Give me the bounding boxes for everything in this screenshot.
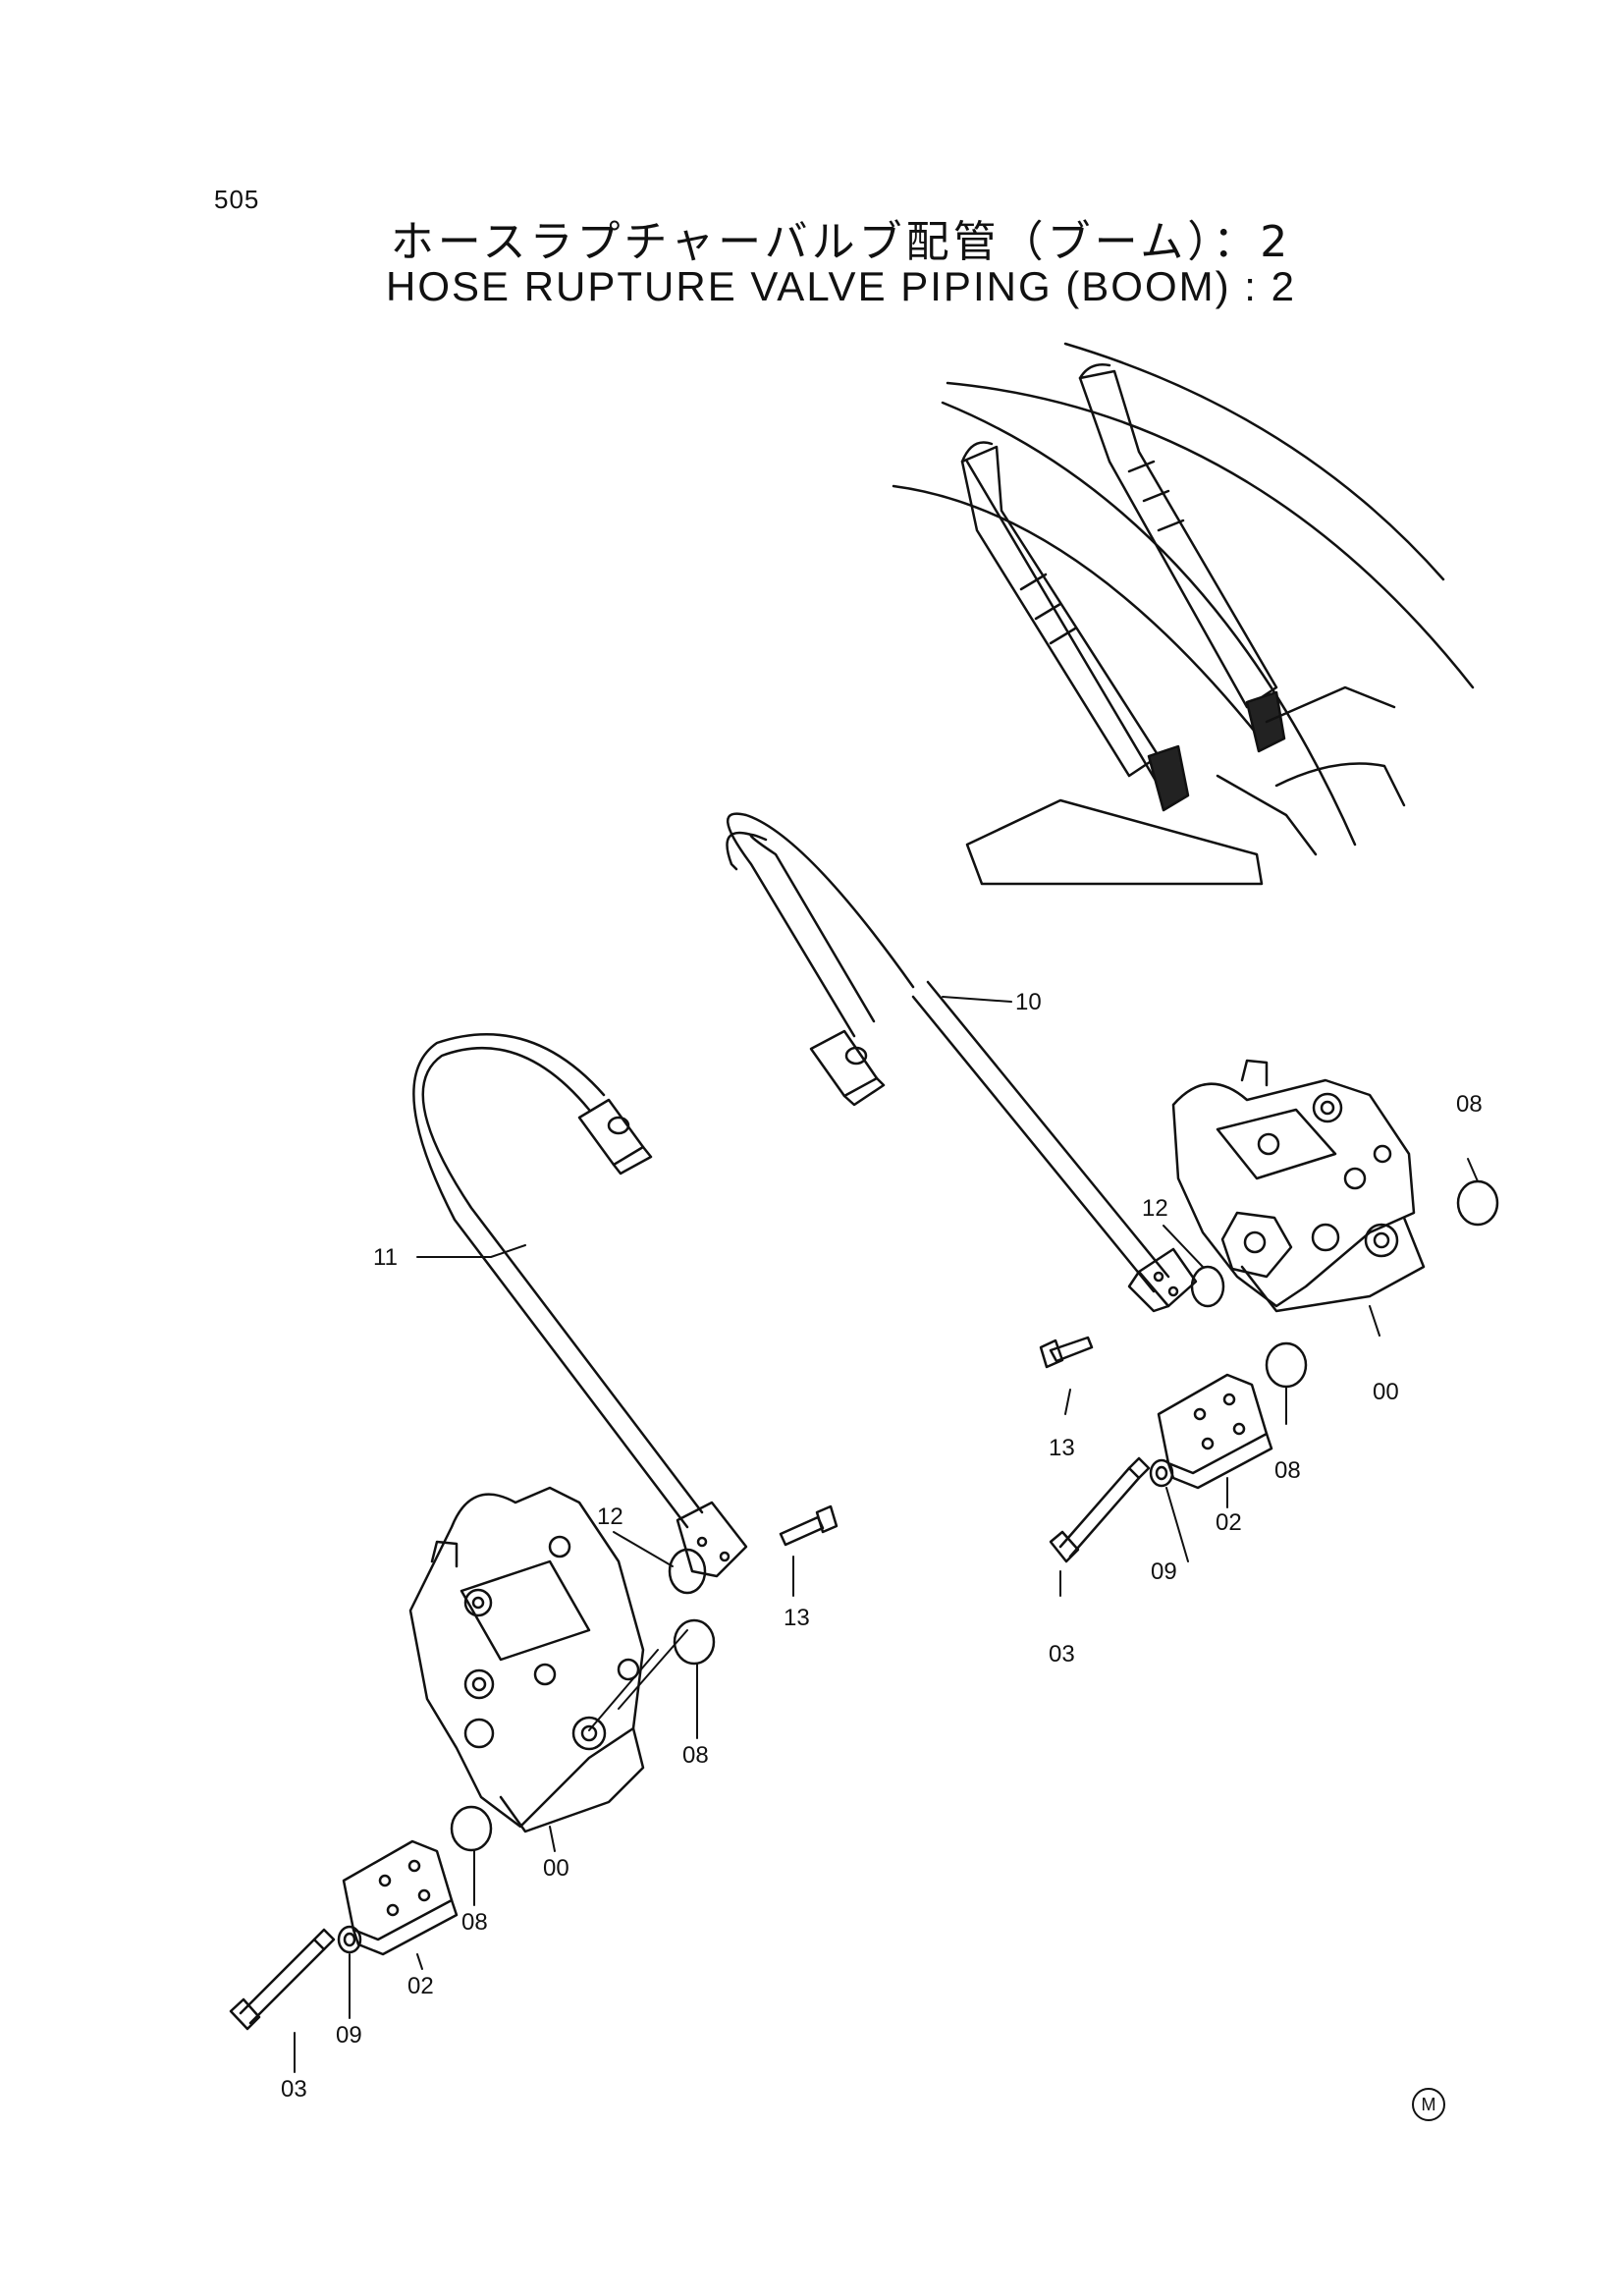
callout-08-right-bottom: 08 (1274, 1457, 1301, 1484)
page-number: 505 (214, 185, 260, 214)
callout-10: 10 (1015, 989, 1042, 1015)
flange-block-right (1157, 1373, 1273, 1490)
callout-12-left: 12 (597, 1503, 623, 1530)
callout-02-left: 02 (407, 1973, 434, 1999)
callout-13-right: 13 (1049, 1435, 1075, 1461)
bolts (229, 1336, 1151, 2031)
callout-11: 11 (373, 1244, 398, 1271)
callout-03-right: 03 (1049, 1641, 1075, 1667)
callout-00-right: 00 (1373, 1379, 1399, 1405)
washers (337, 1458, 1174, 1954)
title-japanese: ホースラプチャーバルブ配管（ブーム）：2 (390, 217, 1292, 267)
callout-03-left: 03 (281, 2076, 307, 2103)
hose-10 (726, 812, 1198, 1313)
callout-08-left-bottom: 08 (461, 1909, 488, 1936)
callout-02-right: 02 (1216, 1509, 1242, 1536)
callout-08-left-top: 08 (682, 1742, 709, 1769)
leader-lines (294, 996, 1479, 2073)
callout-09-left: 09 (336, 2022, 362, 2049)
hose-11 (412, 1033, 748, 1578)
valve-assembly-left (408, 1486, 645, 1833)
m-mark: M (1412, 2088, 1445, 2121)
callout-09-right: 09 (1151, 1558, 1177, 1585)
callout-08-right-top: 08 (1456, 1091, 1483, 1118)
callout-labels: 10 11 08 12 00 08 13 02 09 03 12 13 08 0… (281, 989, 1483, 2103)
callout-00-left: 00 (543, 1855, 569, 1882)
callout-13-left: 13 (784, 1605, 810, 1631)
title-english: HOSE RUPTURE VALVE PIPING (BOOM) : 2 (386, 263, 1296, 309)
inset-boom-view (892, 342, 1475, 886)
callout-12-right: 12 (1142, 1195, 1168, 1222)
valve-assembly-right (1171, 1059, 1426, 1313)
flange-block-left (342, 1839, 459, 1956)
